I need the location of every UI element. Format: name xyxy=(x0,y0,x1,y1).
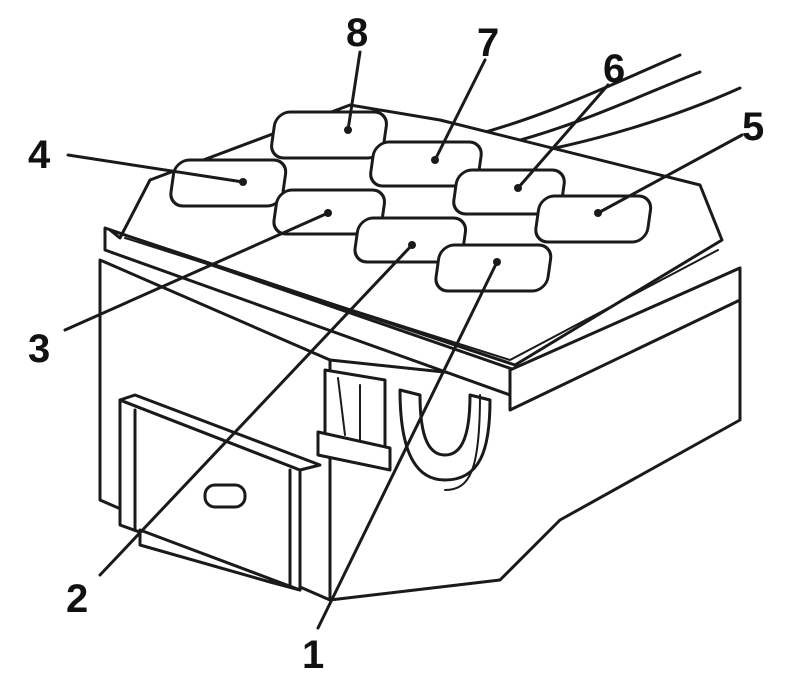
leader-1 xyxy=(316,260,499,630)
recess-7 xyxy=(369,140,483,188)
lid-skirt xyxy=(103,226,742,412)
recess-6 xyxy=(452,168,566,216)
callout-6: 6 xyxy=(603,47,625,91)
leader-5 xyxy=(596,133,744,215)
callout-8: 8 xyxy=(346,11,368,55)
recess-slots xyxy=(169,110,653,293)
latch-button xyxy=(203,483,247,509)
callout-1: 1 xyxy=(302,633,324,677)
leader-8 xyxy=(346,50,362,132)
recess-8 xyxy=(270,110,388,160)
leader-2 xyxy=(98,243,414,577)
recess-2 xyxy=(353,216,468,264)
callout-7: 7 xyxy=(477,21,499,65)
callout-3: 3 xyxy=(28,327,50,371)
side-connector xyxy=(316,368,492,491)
leader-6 xyxy=(516,83,610,190)
leader-4 xyxy=(66,153,245,184)
callout-2: 2 xyxy=(66,577,88,621)
callout-5: 5 xyxy=(742,105,764,149)
leader-7 xyxy=(433,58,487,162)
leader-3 xyxy=(63,211,330,332)
callout-labels: 1 2 3 4 5 6 7 8 xyxy=(28,11,764,677)
callout-4: 4 xyxy=(28,133,51,177)
anchor-dots xyxy=(239,126,602,266)
recess-5 xyxy=(534,194,653,244)
front-connector xyxy=(118,393,322,592)
leader-lines xyxy=(63,50,744,630)
recess-4 xyxy=(169,158,288,208)
